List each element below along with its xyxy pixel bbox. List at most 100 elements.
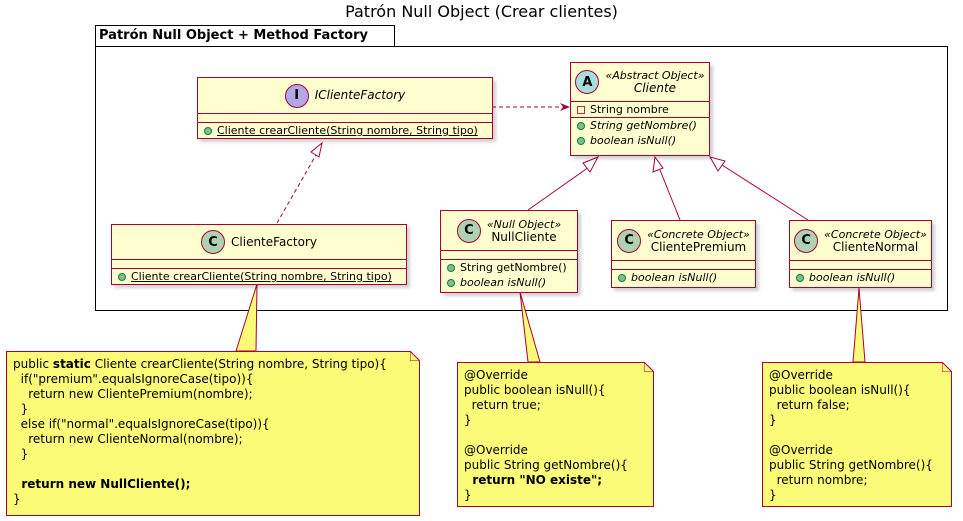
methods-section: boolean isNull(): [790, 270, 931, 285]
clientepremium-class-box: C «Concrete Object» ClientePremium boole…: [611, 220, 756, 288]
note-line: return false;: [769, 398, 850, 412]
fields-section: [441, 251, 577, 260]
public-method-icon: [118, 272, 126, 281]
method-label: boolean isNull(): [460, 276, 547, 289]
private-field-icon: [577, 105, 585, 114]
method-label: boolean isNull(): [631, 271, 718, 284]
fields-section: [198, 114, 492, 123]
note-line: }: [13, 492, 21, 506]
generalization-arrowhead-nullcliente: [582, 156, 600, 173]
note-line: public boolean isNull(){: [769, 383, 911, 397]
generalization-line-clientenormal: [721, 164, 809, 221]
note-line: public String getNombre(){: [464, 458, 628, 472]
diagram-title: Patrón Null Object (Crear clientes): [345, 2, 618, 21]
methods-section: Cliente crearCliente(String nombre, Stri…: [112, 269, 406, 284]
note-line: }: [464, 413, 472, 427]
note-line: [13, 462, 413, 477]
clientefactory-class-box: C ClienteFactory Cliente crearCliente(St…: [111, 224, 407, 285]
public-method-icon: [577, 121, 585, 130]
note-line: }: [769, 413, 777, 427]
note-connector-nullcliente: [519, 291, 541, 363]
class-name: IClienteFactory: [314, 88, 406, 102]
note-line: }: [464, 488, 472, 502]
abstract-badge-icon: A: [575, 70, 600, 94]
public-method-icon: [447, 278, 455, 287]
clientenormal-class-box: C «Concrete Object» ClienteNormal boolea…: [789, 220, 932, 288]
iclientefactory-interface-box: I IClienteFactory Cliente crearCliente(S…: [197, 77, 493, 139]
class-name: ClienteNormal: [832, 239, 919, 254]
class-stereotype: «Concrete Object»: [647, 227, 750, 241]
class-name: NullCliente: [491, 229, 557, 244]
public-method-icon: [618, 273, 626, 282]
class-stereotype: «Abstract Object»: [605, 69, 705, 82]
note-connector-clientenormal: [852, 287, 866, 363]
note-fold-icon: [942, 362, 952, 372]
generalization-line-nullcliente: [527, 166, 590, 211]
public-method-icon: [204, 126, 212, 135]
class-badge-icon: C: [456, 218, 481, 243]
note-line: @Override: [769, 368, 833, 382]
note-line: [769, 428, 945, 443]
class-name: ClienteFactory: [231, 234, 317, 249]
note-line: if("premium".equalsIgnoreCase(tipo)){: [13, 372, 254, 386]
class-badge-icon: C: [794, 228, 819, 253]
class-stereotype: «Concrete Object»: [824, 227, 927, 241]
public-method-icon: [447, 263, 455, 272]
class-name: ClientePremium: [650, 239, 747, 254]
methods-section: String getNombre() boolean isNull(): [441, 260, 577, 290]
generalization-line-clientepremium: [659, 169, 681, 221]
note-line: }: [13, 402, 29, 416]
class-badge-icon: C: [617, 228, 642, 253]
note-line: return nombre;: [769, 473, 868, 487]
method-label: Cliente crearCliente(String nombre, Stri…: [217, 124, 478, 137]
cliente-abstract-class-box: A «Abstract Object» Cliente String nombr…: [570, 62, 710, 156]
class-stereotype: «Null Object»: [486, 217, 562, 231]
interface-badge-icon: I: [284, 83, 309, 108]
method-label: String getNombre(): [460, 261, 567, 274]
fields-section: [612, 261, 755, 270]
method-label: String getNombre(): [590, 119, 697, 132]
class-badge-icon: C: [201, 230, 226, 254]
note-line: [464, 428, 647, 443]
generalization-arrowhead-clientenormal: [708, 156, 726, 172]
dependency-arrowhead: [560, 103, 570, 111]
nullcliente-code-note: @Override public boolean isNull(){ retur…: [457, 362, 654, 507]
note-line: return new ClienteNormal(nombre);: [13, 432, 243, 446]
note-fold-icon: [410, 351, 420, 361]
method-label: boolean isNull(): [809, 271, 896, 284]
note-line: return true;: [464, 398, 541, 412]
method-label: boolean isNull(): [590, 134, 677, 147]
note-connector-factory: [235, 283, 258, 352]
note-line: }: [13, 447, 29, 461]
methods-section: Cliente crearCliente(String nombre, Stri…: [198, 123, 492, 138]
note-line: return new NullCliente();: [13, 477, 191, 491]
class-name: Cliente: [633, 81, 677, 95]
clientenormal-code-note: @Override public boolean isNull(){ retur…: [762, 362, 952, 507]
note-line: @Override: [464, 443, 528, 457]
fields-section: [790, 261, 931, 270]
fields-section: [112, 260, 406, 269]
factory-code-note: public static Cliente crearCliente(Strin…: [6, 351, 420, 516]
realization-arrowhead: [310, 141, 323, 158]
field-label: String nombre: [590, 103, 669, 116]
note-line: public String getNombre(){: [769, 458, 933, 472]
package-tab: Patrón Null Object + Method Factory: [95, 25, 395, 47]
generalization-arrowhead-clientepremium: [652, 155, 664, 173]
methods-section: String getNombre() boolean isNull(): [571, 118, 709, 148]
note-line: }: [769, 488, 777, 502]
note-line: public static Cliente crearCliente(Strin…: [13, 357, 387, 371]
package-name: Patrón Null Object + Method Factory: [99, 28, 368, 43]
note-line: @Override: [464, 368, 528, 382]
method-label: Cliente crearCliente(String nombre, Stri…: [131, 270, 392, 283]
fields-section: String nombre: [571, 102, 709, 118]
note-line: public boolean isNull(){: [464, 383, 606, 397]
public-method-icon: [796, 273, 804, 282]
note-line: return "NO existe";: [464, 473, 603, 487]
methods-section: boolean isNull(): [612, 270, 755, 285]
public-method-icon: [577, 136, 585, 145]
note-line: @Override: [769, 443, 833, 457]
realization-line: [276, 154, 317, 224]
note-line: else if("normal".equalsIgnoreCase(tipo))…: [13, 417, 270, 431]
note-line: return new ClientePremium(nombre);: [13, 387, 253, 401]
